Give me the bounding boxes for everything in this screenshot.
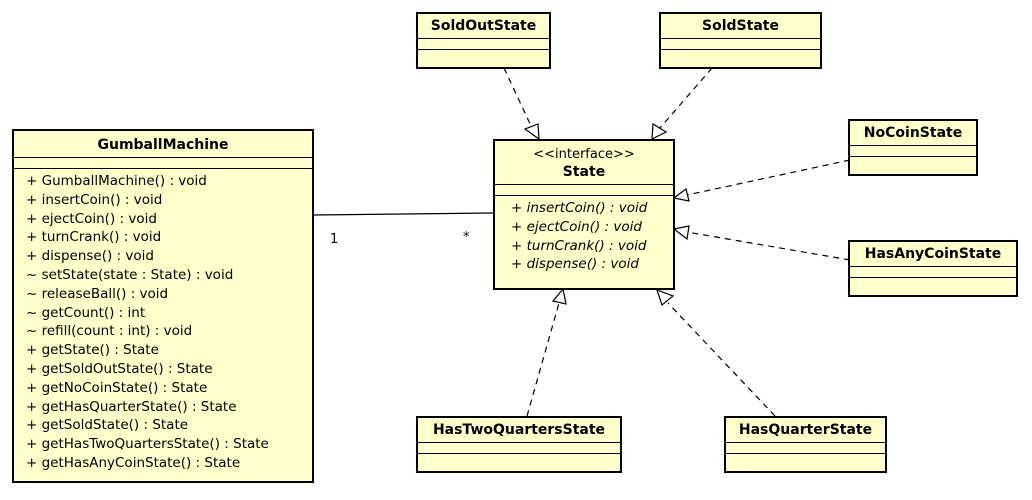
operation: + turnCrank() : void <box>26 229 162 246</box>
operation: + insertCoin() : void <box>26 191 163 208</box>
operation: + ejectCoin() : void <box>26 210 157 227</box>
attributes-compartment <box>418 442 620 453</box>
arrowhead-nocoin <box>672 187 690 202</box>
operation: + insertCoin() : void <box>511 200 648 216</box>
operations-compartment <box>418 49 549 50</box>
hastwoquarters-state-class[interactable]: HasTwoQuartersState <box>416 416 622 473</box>
operation: ~ getCount() : int <box>26 304 146 321</box>
operation: + dispense() : void <box>26 248 154 265</box>
attributes-compartment <box>850 266 1016 277</box>
operations-compartment <box>418 453 620 454</box>
operation: + getHasQuarterState() : State <box>26 398 237 415</box>
realization-hastwoquarters <box>526 302 560 417</box>
hasanycoin-state-class[interactable]: HasAnyCoinState <box>848 240 1018 297</box>
operation: + getHasAnyCoinState() : State <box>26 454 241 471</box>
operation: + getSoldState() : State <box>26 417 189 434</box>
realization-nocoin <box>686 159 851 196</box>
operation: + ejectCoin() : void <box>511 218 642 235</box>
operations-compartment <box>850 277 1016 278</box>
realization-soldout <box>503 67 533 129</box>
operations-compartment <box>661 49 820 50</box>
class-name: SoldState <box>702 18 779 34</box>
attributes-compartment <box>726 442 885 453</box>
operation: + turnCrank() : void <box>511 237 647 254</box>
operation: + dispense() : void <box>511 256 639 273</box>
state-interface[interactable]: <<interface>> State + insertCoin() : voi… <box>493 139 675 290</box>
sold-state-class[interactable]: SoldState <box>659 12 822 69</box>
multiplicity-one: 1 <box>330 232 339 247</box>
operation: ~ releaseBall() : void <box>26 285 169 302</box>
class-name: GumballMachine <box>97 137 229 153</box>
realization-hasquarter <box>667 302 776 417</box>
arrowhead-soldout <box>523 123 540 141</box>
operation: + getSoldOutState() : State <box>26 360 213 377</box>
arrowhead-sold <box>651 122 668 141</box>
arrowhead-hasanycoin <box>672 225 690 241</box>
arrowhead-hasquarter <box>656 288 675 307</box>
class-name: HasTwoQuartersState <box>432 422 606 438</box>
interface-name: State <box>562 164 606 180</box>
interface-stereotype: <<interface>> <box>533 147 635 162</box>
operations-compartment: + GumballMachine() : void + insertCoin()… <box>14 168 312 477</box>
attributes-compartment <box>495 184 673 195</box>
operation: + getHasTwoQuartersState() : State <box>26 436 269 453</box>
operations-compartment <box>850 156 976 157</box>
class-name: NoCoinState <box>863 125 963 141</box>
attributes-compartment <box>661 38 820 49</box>
arrowhead-hastwoquarters <box>551 287 567 305</box>
operation: + getState() : State <box>26 342 159 359</box>
multiplicity-many: * <box>463 230 470 245</box>
attributes-compartment <box>850 145 976 156</box>
gumball-machine-class[interactable]: GumballMachine + GumballMachine() : void… <box>12 129 314 483</box>
operation: ~ setState(state : State) : void <box>26 266 234 283</box>
attributes-compartment <box>418 38 549 49</box>
class-name: HasQuarterState <box>738 422 873 438</box>
attributes-compartment <box>14 157 312 168</box>
operation: + getNoCoinState() : State <box>26 379 208 396</box>
realization-sold <box>659 67 713 129</box>
hasquarter-state-class[interactable]: HasQuarterState <box>724 416 887 473</box>
class-name: SoldOutState <box>430 18 537 34</box>
soldout-state-class[interactable]: SoldOutState <box>416 12 551 69</box>
operation: + GumballMachine() : void <box>26 173 207 189</box>
operation: ~ refill(count : int) : void <box>26 323 193 340</box>
class-name: HasAnyCoinState <box>864 246 1002 262</box>
association-line <box>313 212 494 216</box>
operations-compartment <box>726 453 885 454</box>
nocoin-state-class[interactable]: NoCoinState <box>848 119 978 176</box>
operations-compartment: + insertCoin() : void + ejectCoin() : vo… <box>495 195 673 278</box>
realization-hasanycoin <box>686 231 851 261</box>
